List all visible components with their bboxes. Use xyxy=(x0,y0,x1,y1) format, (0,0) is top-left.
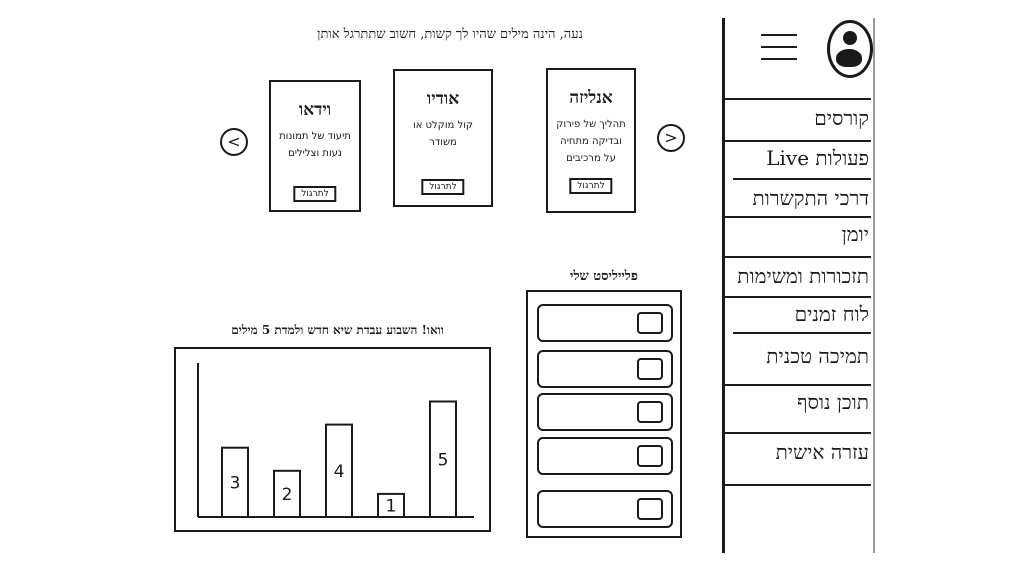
sidebar-item-contact[interactable]: דרכי התקשרות xyxy=(752,185,869,210)
thumbnail-icon xyxy=(637,401,663,423)
bar-3 xyxy=(325,423,353,518)
playlist-panel xyxy=(526,290,682,538)
sidebar-item-calendar[interactable]: יומן xyxy=(841,221,869,246)
bar-value-label-2: 2 xyxy=(282,485,293,505)
thumbnail-icon xyxy=(637,498,663,520)
word-card-audio: אודיו קול מוקלט או משודר לתרגול xyxy=(393,69,493,207)
playlist-item[interactable] xyxy=(537,304,673,342)
card-title: אודיו xyxy=(426,89,460,109)
card-description: קול מוקלט או משודר xyxy=(412,120,474,148)
bar-value-label-4: 1 xyxy=(386,496,397,516)
sidebar-item-more-content[interactable]: תוכן נוסף xyxy=(797,389,869,414)
bar-5 xyxy=(429,400,457,518)
playlist-item[interactable] xyxy=(537,350,673,388)
bar-chart-svg: 3 2 4 1 5 xyxy=(197,363,474,519)
playlist-item[interactable] xyxy=(537,393,673,431)
sidebar-item-live-activities[interactable]: פעולות Live xyxy=(766,145,869,170)
weekly-progress-chart: 3 2 4 1 5 xyxy=(174,347,491,532)
bar-value-label-5: 5 xyxy=(438,450,449,470)
sidebar-item-personal-help[interactable]: עזרה אישית xyxy=(775,439,869,464)
card-description: תיעוד של תמונות נעות וצלילים xyxy=(279,131,351,159)
chevron-right-icon[interactable]: > xyxy=(657,124,685,152)
sidebar-item-courses[interactable]: קורסים xyxy=(814,105,869,130)
card-title: אנליזה xyxy=(569,88,613,108)
bar-1 xyxy=(221,446,249,518)
chart-title: וואו! השבוע עבדת שיא חדש ולמדת 5 מילים xyxy=(231,323,444,337)
thumbnail-icon xyxy=(637,358,663,380)
playlist-item[interactable] xyxy=(537,490,673,528)
user-avatar-icon[interactable] xyxy=(827,20,873,78)
bar-value-label-3: 4 xyxy=(334,462,345,482)
playlist-item[interactable] xyxy=(537,437,673,475)
chevron-left-icon[interactable]: < xyxy=(220,128,248,156)
sidebar-item-reminders[interactable]: תזכורות ומשימות xyxy=(737,263,869,288)
hamburger-menu-icon[interactable] xyxy=(755,30,803,64)
card-description: תהליך של פירוק ובדיקה מתחיה על מרכיבים xyxy=(556,119,626,164)
practice-button[interactable]: לתרגול xyxy=(421,179,465,195)
bar-value-label-1: 3 xyxy=(230,473,241,493)
practice-button[interactable]: לתרגול xyxy=(293,186,337,202)
bar-2 xyxy=(273,469,301,519)
thumbnail-icon xyxy=(637,445,663,467)
word-card-video: וידאו תיעוד של תמונות נעות וצלילים לתרגו… xyxy=(269,80,361,212)
playlist-title: פלייליסט שלי xyxy=(570,269,638,284)
bar-4 xyxy=(377,492,405,518)
practice-button[interactable]: לתרגול xyxy=(569,178,613,194)
sidebar-item-schedule[interactable]: לוח זמנים xyxy=(794,301,869,326)
sidebar-item-tech-support[interactable]: תמיכה טכנית xyxy=(766,343,869,368)
sidebar: קורסים פעולות Live דרכי התקשרות יומן תזכ… xyxy=(722,18,875,553)
card-title: וידאו xyxy=(298,100,332,120)
thumbnail-icon xyxy=(637,312,663,334)
page-headline: נעה, הינה מילים שהיו לך קשות, חשוב שתתרג… xyxy=(317,27,583,42)
word-card-analysis: אנליזה תהליך של פירוק ובדיקה מתחיה על מר… xyxy=(546,68,636,213)
